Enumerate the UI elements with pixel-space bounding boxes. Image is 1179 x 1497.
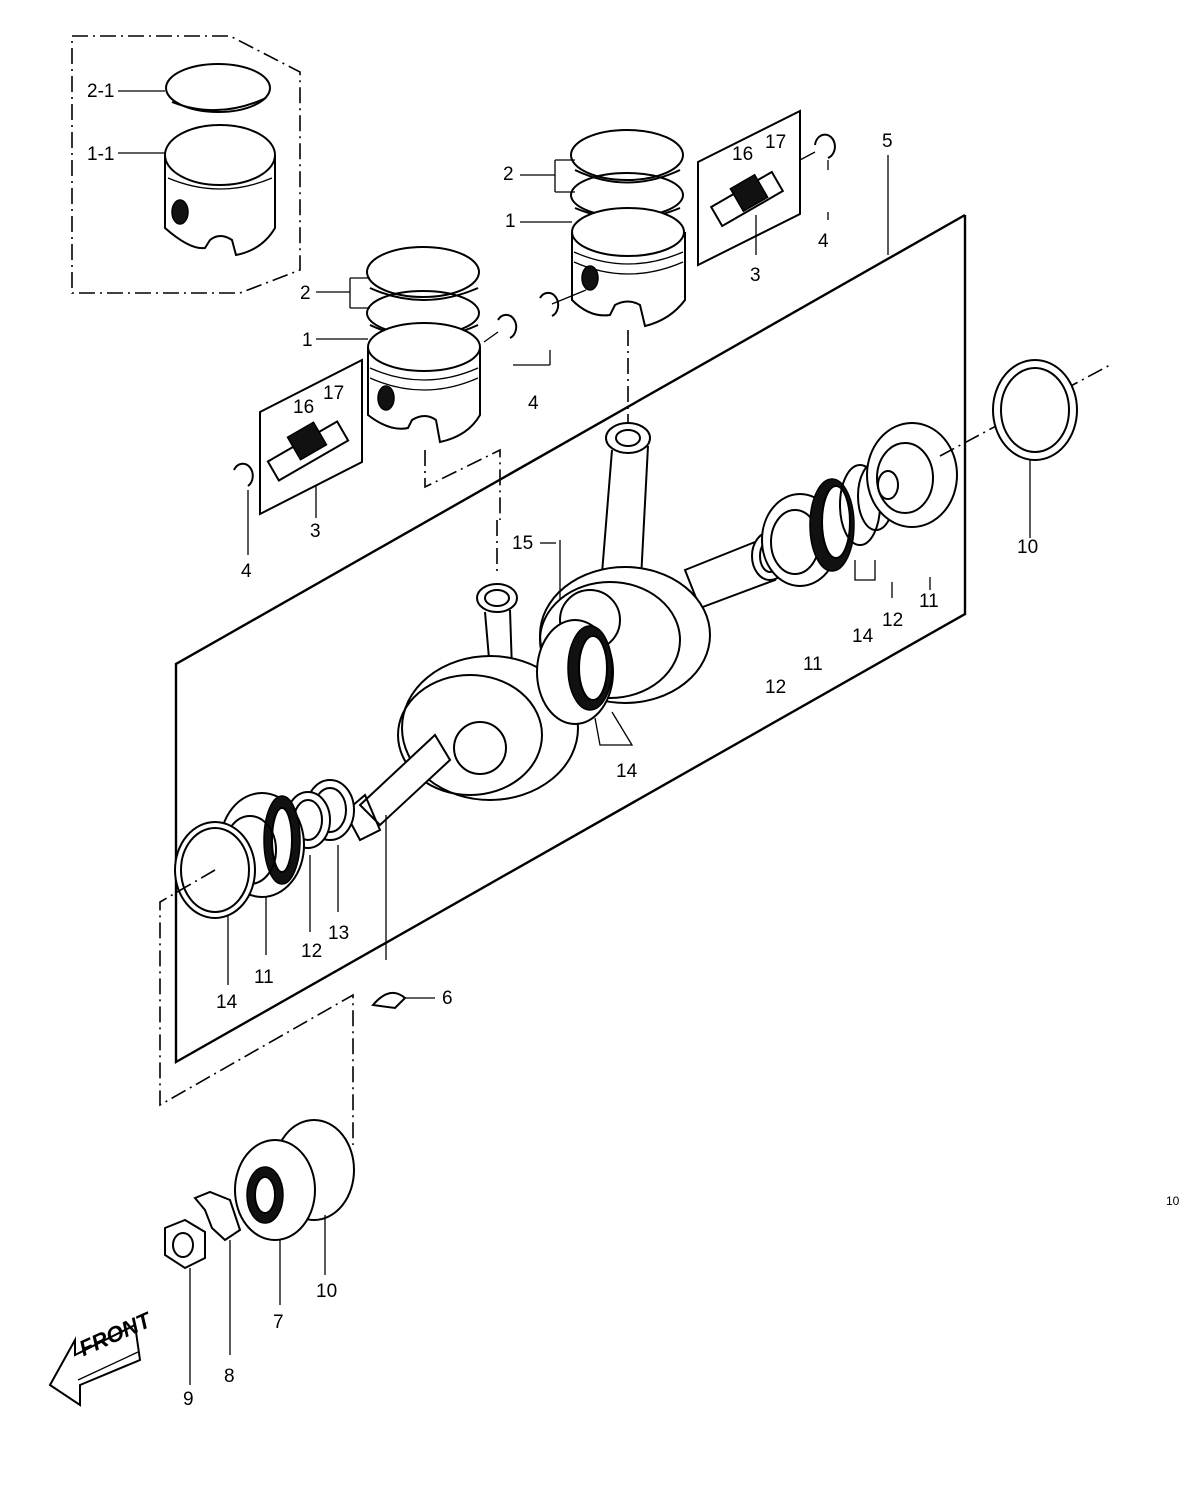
- callout-11-left: 11: [254, 967, 274, 988]
- callout-11-right-inner: 11: [803, 654, 823, 675]
- callout-5: 5: [882, 131, 893, 152]
- crankshaft: [343, 538, 777, 960]
- callout-8: 8: [224, 1366, 235, 1387]
- front-arrow-badge: [48, 1323, 142, 1407]
- callout-16-right: 16: [732, 144, 754, 165]
- callout-1-1: 1-1: [87, 144, 115, 165]
- callout-14-left: 14: [216, 992, 238, 1013]
- callout-3-right: 3: [750, 265, 761, 286]
- callout-7: 7: [273, 1312, 284, 1333]
- right-bearings: [751, 359, 1111, 598]
- callout-17-right: 17: [765, 132, 787, 153]
- callout-2-right-piston: 2: [503, 164, 514, 185]
- edge-clipped-label: 10: [1166, 1194, 1179, 1208]
- callout-14-right: 14: [852, 626, 874, 647]
- connecting-rod-right: [598, 330, 651, 599]
- lower-leader-lines: [159, 869, 354, 1145]
- callout-11-right-outer: 11: [919, 591, 939, 612]
- piston-assembly-left: [233, 246, 551, 555]
- connecting-rod-left: [476, 520, 518, 671]
- callout-4-right-top: 4: [818, 231, 829, 252]
- piston-assembly-right: [520, 109, 836, 328]
- callout-6: 6: [442, 988, 453, 1009]
- callout-12-left: 12: [301, 941, 323, 962]
- optional-parts-inset: [71, 35, 301, 294]
- crankshaft-assembly-box: [174, 155, 967, 1065]
- callout-12-right-outer: 12: [882, 610, 904, 631]
- callout-12-right-inner: 12: [765, 677, 787, 698]
- woodruff-key: [371, 991, 435, 1010]
- callout-2-1: 2-1: [87, 81, 115, 102]
- callout-1-right-piston: 1: [505, 211, 516, 232]
- callout-10-lower: 10: [316, 1281, 338, 1302]
- lower-parts: [164, 1119, 355, 1385]
- callout-9: 9: [183, 1389, 194, 1410]
- callout-1-left-piston: 1: [302, 330, 313, 351]
- callout-4-center: 4: [528, 393, 539, 414]
- callout-16-left: 16: [293, 397, 315, 418]
- callout-2-left-piston: 2: [300, 283, 311, 304]
- callout-14-center: 14: [616, 761, 638, 782]
- callout-17-left: 17: [323, 383, 345, 404]
- callout-15: 15: [512, 533, 534, 554]
- callout-3-left: 3: [310, 521, 321, 542]
- callout-4-left: 4: [241, 561, 252, 582]
- callout-13: 13: [328, 923, 350, 944]
- left-bearings: [174, 779, 355, 985]
- callout-10-right: 10: [1017, 537, 1039, 558]
